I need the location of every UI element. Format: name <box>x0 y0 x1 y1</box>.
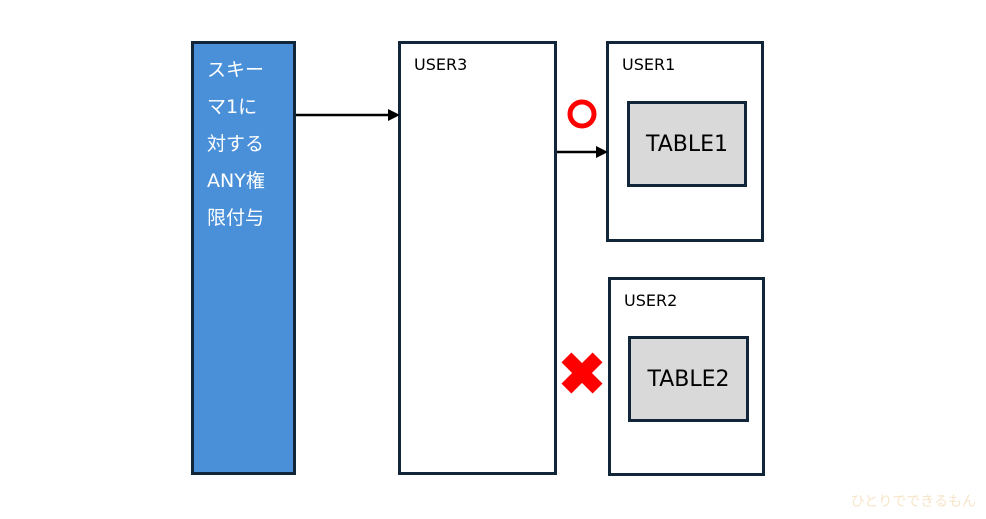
user2-label: USER2 <box>624 291 678 310</box>
schema-grant-box: スキー マ1に 対する ANY権 限付与 <box>191 41 296 475</box>
arrow-schema-to-user3 <box>296 109 400 121</box>
denied-cross-icon <box>561 352 603 394</box>
table1-box: TABLE1 <box>627 101 747 187</box>
schema-grant-line-1: スキー <box>207 59 265 81</box>
arrow-user3-to-user1 <box>557 146 608 158</box>
schema-grant-line-3: 対する <box>207 133 265 155</box>
user3-box: USER3 <box>398 41 557 475</box>
table2-box: TABLE2 <box>628 336 749 422</box>
schema-grant-line-2: マ1に <box>207 96 258 118</box>
table2-label: TABLE2 <box>647 366 730 392</box>
schema-grant-text: スキー マ1に 対する ANY権 限付与 <box>194 52 265 237</box>
watermark-logo: ひとりでできるもん <box>850 494 976 510</box>
schema-grant-line-5: 限付与 <box>207 207 265 229</box>
table1-label: TABLE1 <box>645 131 729 157</box>
user3-label: USER3 <box>414 55 468 74</box>
user1-label: USER1 <box>622 55 676 74</box>
allowed-circle-icon <box>567 99 597 129</box>
schema-grant-line-4: ANY権 <box>207 170 265 192</box>
